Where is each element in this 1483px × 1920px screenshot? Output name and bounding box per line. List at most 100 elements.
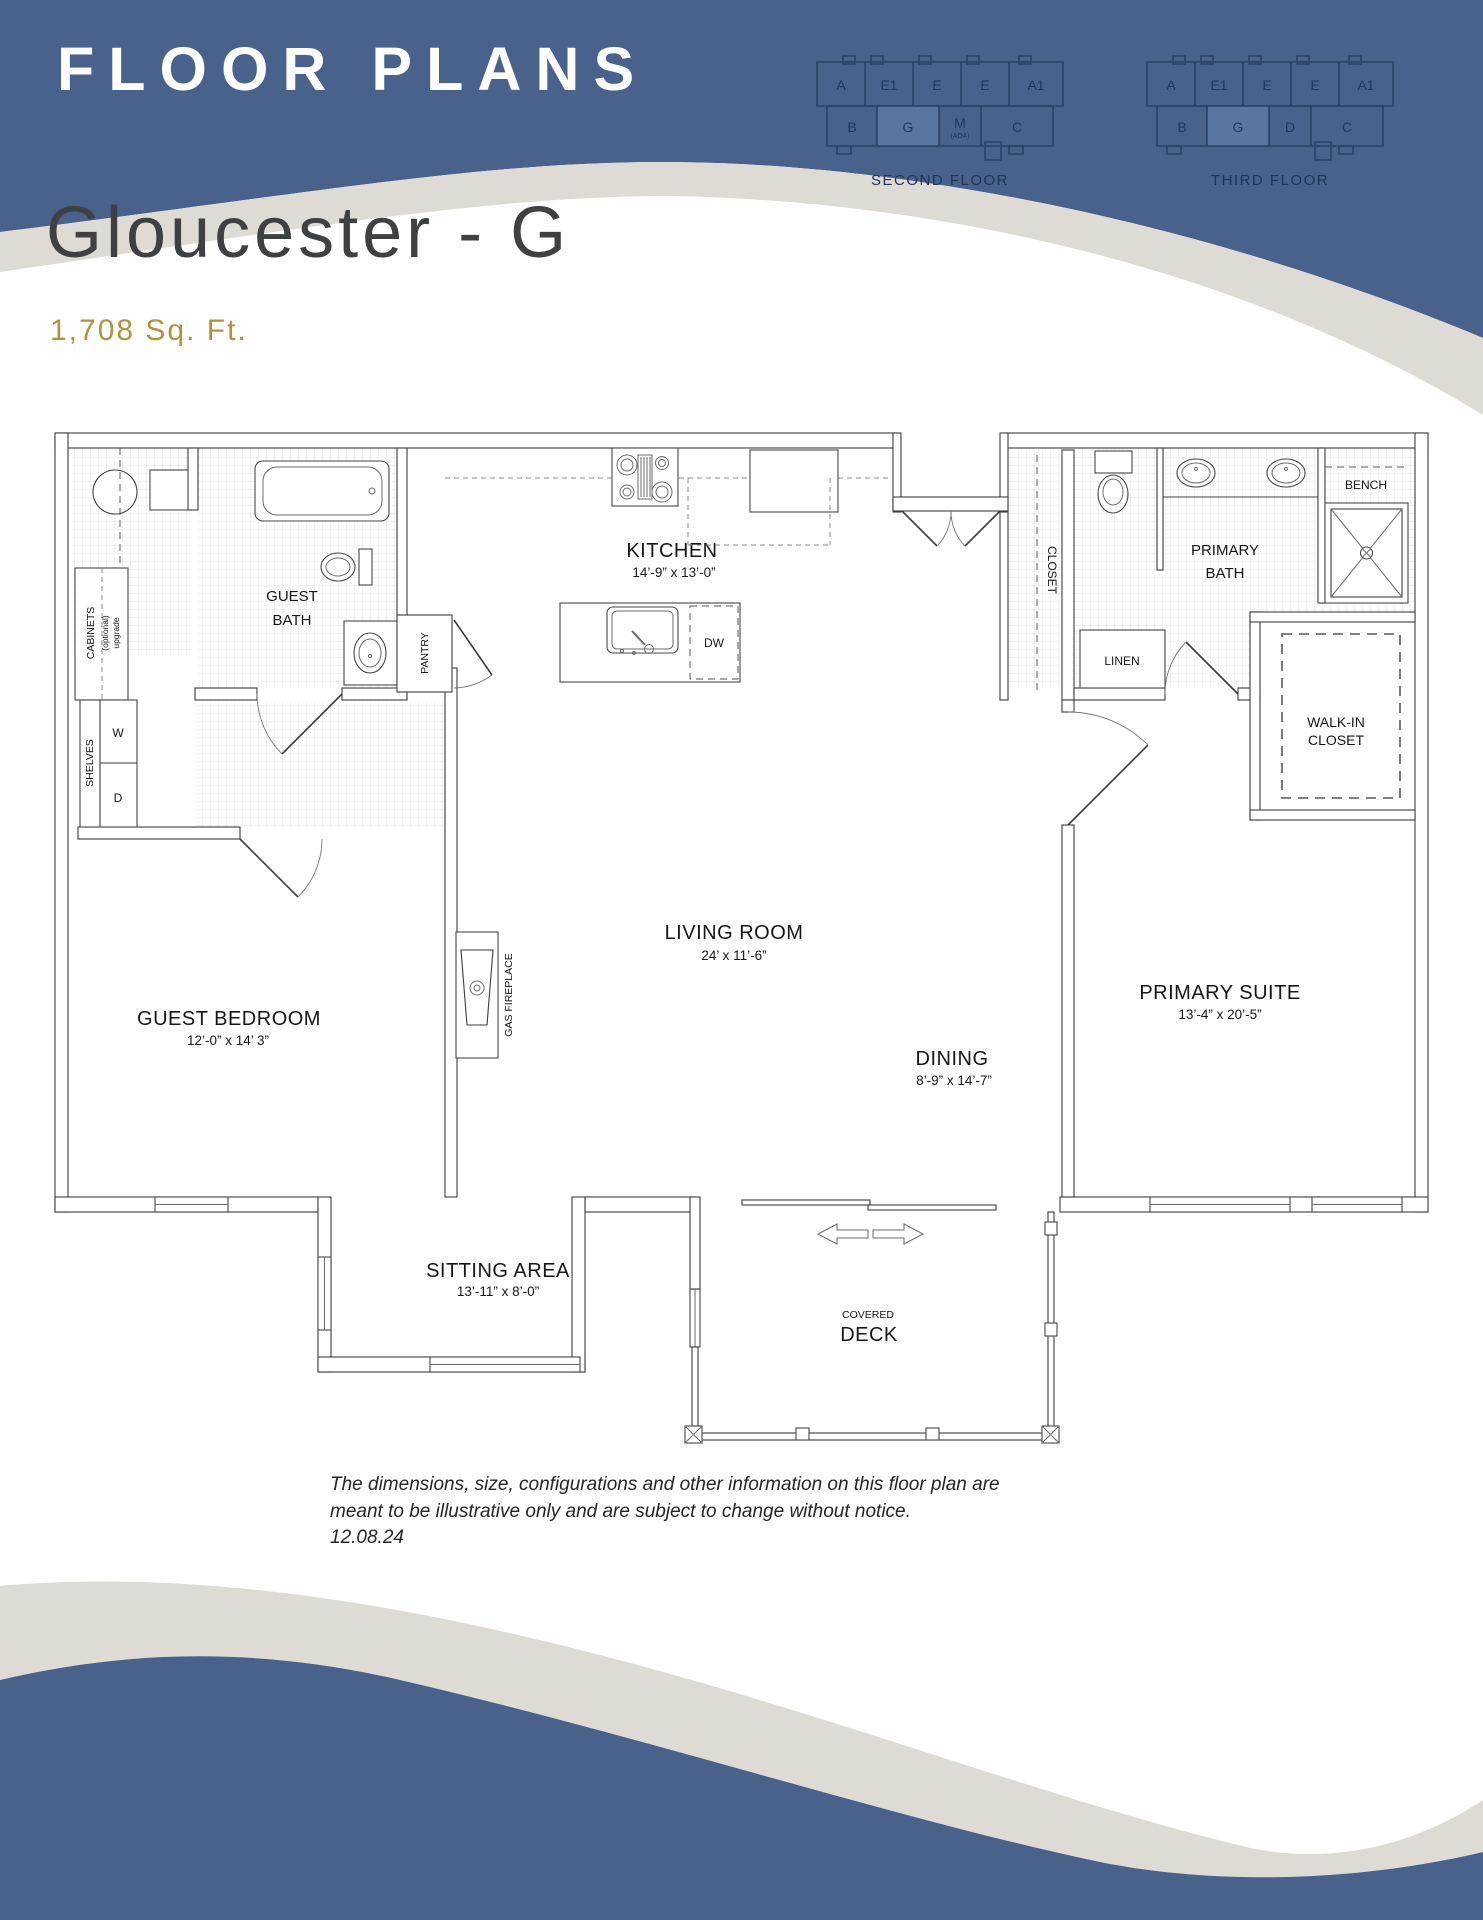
unit-label: C — [1012, 119, 1022, 135]
unit-label: C — [1342, 119, 1352, 135]
toilet-tank — [1094, 450, 1133, 474]
interior-walls — [77, 447, 1416, 1198]
sitting-area-label: SITTING AREA — [426, 1260, 570, 1282]
bottom-wave-gray — [0, 1581, 1483, 1878]
bedroom-door-leaf — [239, 838, 299, 898]
floor-plan-drawing: CABINETS (optional) upgrade SHELVES W D … — [54, 432, 1429, 1444]
laundry-counter — [149, 469, 189, 511]
unit-label: B — [847, 119, 856, 135]
dryer-label: D — [114, 791, 123, 805]
unit-label: E — [932, 77, 941, 93]
cabinets-label: CABINETS — [85, 607, 97, 660]
unit-label: E1 — [1210, 77, 1227, 93]
bath-door-leaf — [1185, 641, 1239, 695]
unit-label: M — [954, 115, 966, 131]
guest-bedroom-dims: 12’-0” x 14’ 3” — [187, 1033, 269, 1048]
top-wave-decoration — [0, 0, 1483, 415]
ada-note: (ADA) — [950, 133, 969, 140]
unit-label: A — [1166, 77, 1176, 93]
gas-fireplace-label: GAS FIREPLACE — [503, 953, 515, 1036]
entry-doors — [901, 510, 1001, 547]
toilet-bowl — [1097, 474, 1129, 514]
unit-label: E1 — [880, 77, 897, 93]
laundry-sink — [92, 469, 138, 515]
disclaimer-date: 12.08.24 — [330, 1527, 404, 1549]
living-room-label: LIVING ROOM — [665, 922, 804, 944]
closet-label: CLOSET — [1045, 546, 1059, 595]
vanity — [343, 620, 398, 686]
bottom-wave-blue — [0, 1656, 1483, 1920]
linen-closet: LINEN — [1079, 629, 1166, 689]
building-key-second-floor: A E1 E E A1 B G M (ADA) C — [816, 55, 1064, 161]
guest-bedroom-label: GUEST BEDROOM — [137, 1008, 321, 1030]
corner-counter — [749, 449, 839, 513]
windows — [154, 1196, 1403, 1373]
bench-label: BENCH — [1345, 478, 1387, 492]
unit-label: A1 — [1357, 77, 1374, 93]
stove — [611, 447, 679, 507]
sliding-door — [741, 1199, 997, 1245]
archway-dashes — [687, 478, 831, 546]
unit-label-highlighted: G — [1233, 119, 1244, 135]
island-sink — [606, 606, 679, 654]
primary-suite-dims: 13’-4” x 20’-5” — [1178, 1007, 1261, 1022]
covered-deck: COVERED DECK — [684, 1196, 1060, 1444]
primary-suite-door — [1067, 711, 1149, 826]
unit-letters: A E1 E E A1 B G M (ADA) C — [836, 77, 1044, 140]
deck-label-2: DECK — [840, 1324, 898, 1346]
kitchen-island: DW — [559, 602, 741, 683]
arrow-right-icon — [872, 1223, 925, 1245]
primary-bath-label-2: BATH — [1206, 565, 1245, 582]
unit-label-highlighted: G — [903, 119, 914, 135]
building-outline — [1146, 55, 1394, 161]
linen-label: LINEN — [1104, 654, 1139, 668]
optional-cabinets: CABINETS (optional) upgrade — [74, 567, 129, 701]
cabinets-note1: (optional) — [100, 615, 110, 651]
guest-bath-label-1: GUEST — [266, 588, 318, 605]
walk-in-label-1: WALK-IN — [1307, 714, 1365, 730]
disclaimer: The dimensions, size, configurations and… — [330, 1472, 1140, 1552]
arrow-left-icon — [816, 1223, 869, 1245]
washer-label: W — [112, 726, 124, 740]
unit-label: B — [1177, 119, 1186, 135]
kitchen: DW KITCHEN 14’-9” x 13’-0” — [445, 447, 893, 683]
unit-label: E — [1262, 77, 1271, 93]
kitchen-label: KITCHEN — [626, 540, 717, 562]
walk-in-label-2: CLOSET — [1308, 732, 1364, 748]
page-title: FLOOR PLANS — [57, 35, 649, 103]
guest-bath: GUEST BATH — [254, 460, 398, 686]
highlighted-unit-g — [876, 105, 940, 147]
disclaimer-line-2: meant to be illustrative only and are su… — [330, 1500, 911, 1522]
building-key-third-floor: A E1 E E A1 B G D C — [1146, 55, 1394, 161]
bottom-wave-decoration — [0, 1581, 1483, 1920]
primary-bath-label-1: PRIMARY — [1191, 542, 1259, 559]
pantry-label: PANTRY — [419, 632, 431, 674]
shelves-label: SHELVES — [84, 739, 96, 787]
unit-label: E — [980, 77, 989, 93]
bath-door-leaf — [281, 693, 343, 755]
shelves-washer-dryer: SHELVES W D — [79, 699, 138, 828]
primary-suite-label: PRIMARY SUITE — [1139, 982, 1300, 1004]
top-wave-gray — [0, 162, 1483, 415]
primary-bath: BENCH PRIMARY BATH LINEN — [1079, 450, 1409, 695]
guest-bath-label-2: BATH — [273, 612, 312, 629]
pantry: PANTRY — [396, 614, 493, 693]
unit-letters: A E1 E E A1 B G D C — [1166, 77, 1374, 135]
third-floor-label: THIRD FLOOR — [1210, 172, 1330, 189]
unit-label: A — [836, 77, 846, 93]
plan-name: Gloucester - G — [46, 193, 571, 273]
hall-doors — [239, 693, 343, 898]
building-outline — [816, 55, 1064, 161]
laundry-nook — [92, 448, 189, 655]
living-room-dims: 24’ x 11’-6” — [701, 948, 766, 963]
deck-posts — [684, 1221, 1060, 1444]
dining-dims: 8’-9” x 14’-7” — [916, 1073, 992, 1088]
disclaimer-line-1: The dimensions, size, configurations and… — [330, 1474, 1000, 1495]
top-wave-blue — [0, 0, 1483, 338]
highlighted-unit-g — [1206, 105, 1270, 147]
unit-label: E — [1310, 77, 1319, 93]
walk-in-closet: WALK-IN CLOSET — [1281, 633, 1401, 799]
shower — [1324, 502, 1409, 604]
bathtub — [254, 460, 390, 522]
kitchen-dims: 14’-9” x 13’-0” — [632, 565, 715, 580]
